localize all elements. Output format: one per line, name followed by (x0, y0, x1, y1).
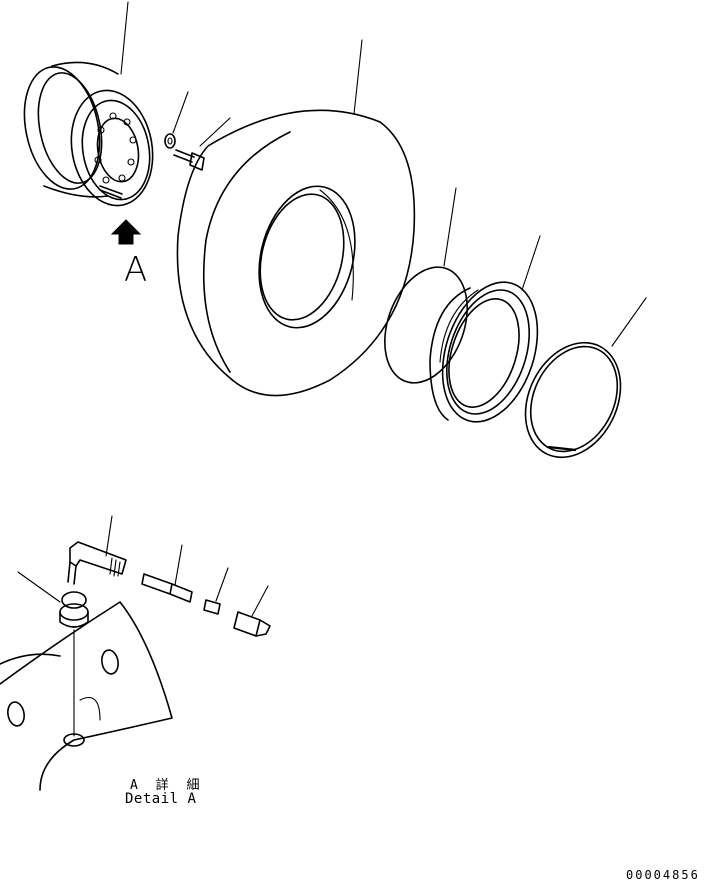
valve-stem (141, 544, 193, 603)
valve-cap (233, 585, 271, 637)
side-ring (429, 235, 541, 423)
detail-title-jp: A 詳 細 (130, 778, 205, 793)
drawing-number: 00004856 (626, 868, 700, 882)
valve-grommet (17, 571, 89, 737)
tyre (176, 39, 416, 397)
view-label: A (124, 250, 148, 290)
bolt (173, 117, 231, 171)
lock-ring (524, 297, 647, 459)
arrow-up-icon (110, 219, 142, 245)
washer (164, 91, 189, 149)
valve-extension (67, 515, 127, 585)
detail-title-en: Detail A (125, 791, 197, 807)
wheel-rim (23, 1, 154, 207)
o-ring (384, 187, 468, 384)
valve-core (203, 567, 229, 615)
rim-section (0, 601, 173, 791)
